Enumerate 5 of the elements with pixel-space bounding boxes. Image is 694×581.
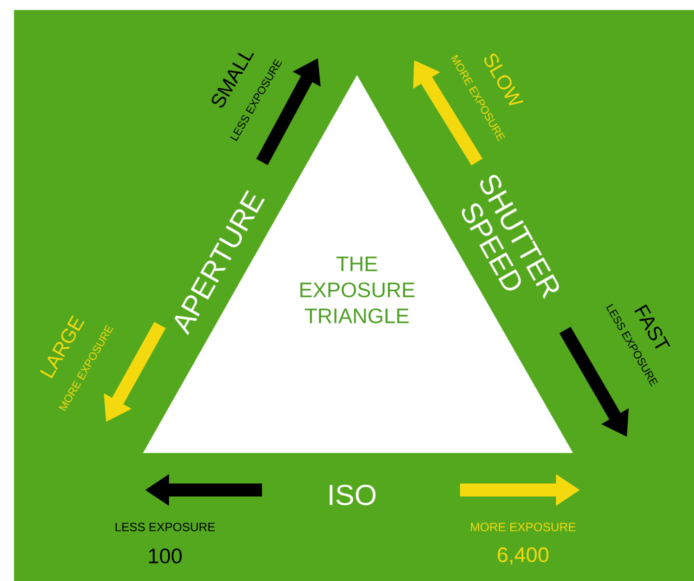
value-label: 6,400 <box>498 547 548 565</box>
exposure-note: MORE EXPOSURE <box>470 522 576 532</box>
value-label: 100 <box>149 548 182 564</box>
side-label: ISO <box>330 484 376 506</box>
exposure-note: LESS EXPOSURE <box>116 522 215 532</box>
